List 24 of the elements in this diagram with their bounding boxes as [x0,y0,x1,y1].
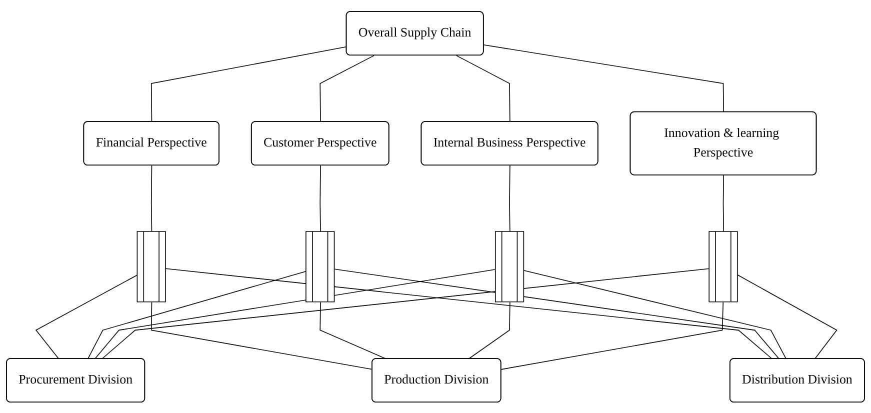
node-bar [306,230,335,302]
connector [94,268,496,359]
connector [87,270,307,359]
connector [483,44,724,112]
connector [150,164,152,232]
connector [150,302,373,370]
connector [320,164,321,232]
connector [524,270,787,359]
connector [737,274,838,359]
node-bar [494,230,524,302]
connector [500,302,724,370]
connector [334,268,780,359]
connector [722,174,724,232]
connector [102,268,710,359]
connector [35,274,138,359]
node-bar [708,230,738,302]
connector [150,46,348,122]
connector [468,302,510,359]
connector [320,302,387,359]
node-bar [136,230,166,302]
connector [166,268,772,359]
connector [509,164,510,232]
connector [456,54,510,122]
connector [320,54,374,122]
